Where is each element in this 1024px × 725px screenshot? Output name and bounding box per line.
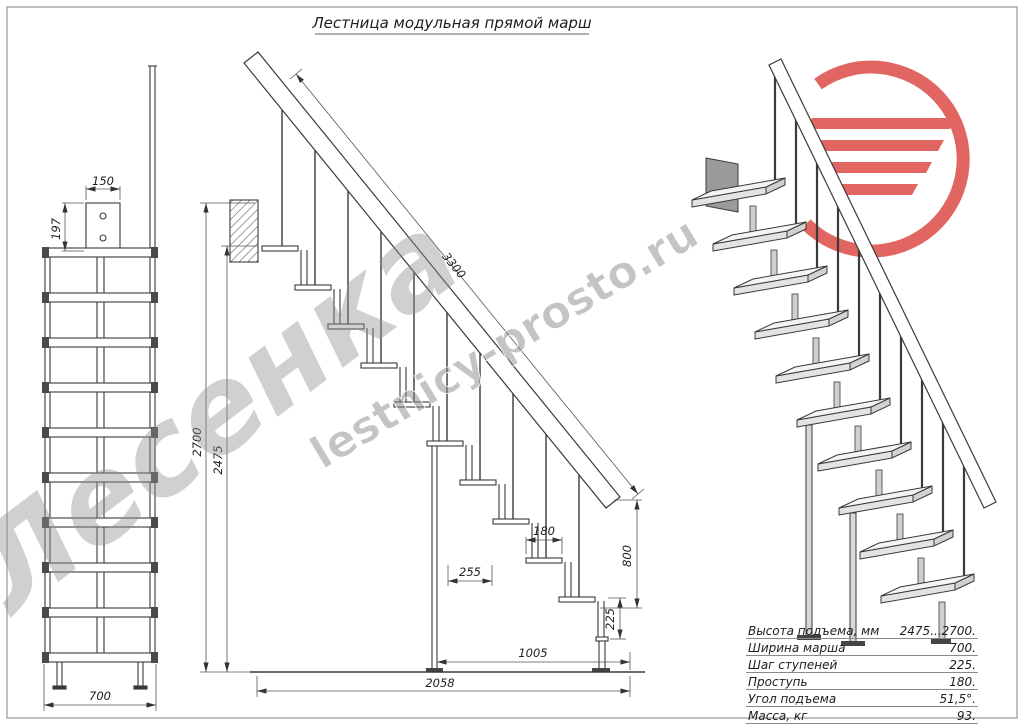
dim-march-width: 700	[89, 689, 111, 703]
iso-view	[691, 58, 997, 646]
spec-row-height: Высота подъема, мм 2475...2700.	[746, 622, 978, 639]
spec-row-tread: Проступь 180.	[746, 673, 978, 690]
spec-table: Высота подъема, мм 2475...2700. Ширина м…	[746, 622, 978, 724]
front-dimensions	[43, 186, 157, 711]
dim-module-step: 255	[459, 565, 481, 579]
side-dimensions	[200, 68, 645, 697]
dim-height-max: 2700	[190, 427, 204, 456]
dim-tread-depth: 180	[533, 524, 555, 538]
spec-value: 93.	[956, 709, 976, 723]
spec-label: Ширина марша	[748, 641, 846, 655]
spec-label: Высота подъема, мм	[748, 624, 880, 638]
wall-hatch	[229, 199, 259, 263]
front-legs	[52, 662, 148, 690]
iso-balusters	[773, 63, 966, 578]
dim-support-span: 1005	[518, 646, 547, 660]
page-title: Лестница модульная прямой марш	[311, 14, 592, 32]
spec-value: 700.	[949, 641, 976, 655]
iso-handrail	[768, 58, 997, 509]
dim-bracket-width: 150	[92, 174, 114, 188]
spec-label: Угол подъема	[748, 692, 837, 706]
spec-row-step: Шаг ступеней 225.	[746, 656, 978, 673]
spec-row-mass: Масса, кг 93.	[746, 707, 978, 724]
spec-value: 180.	[949, 675, 976, 689]
sheet-border	[6, 6, 1018, 719]
dim-support-height: 800	[620, 545, 634, 567]
spec-value: 51,5°.	[939, 692, 976, 706]
front-view	[41, 65, 159, 690]
spec-label: Шаг ступеней	[748, 658, 838, 672]
dim-rise: 225	[603, 608, 617, 630]
spec-value: 225.	[949, 658, 976, 672]
wall-bracket-front	[85, 202, 121, 252]
dim-bracket-offset: 197	[49, 217, 63, 240]
spec-label: Проступь	[748, 675, 808, 689]
dim-height-min: 2475	[211, 445, 225, 474]
dim-total-run: 2058	[425, 676, 454, 690]
spec-row-angle: Угол подъема 51,5°.	[746, 690, 978, 707]
spec-value: 2475...2700.	[899, 624, 976, 638]
spec-label: Масса, кг	[748, 709, 808, 723]
spec-row-width: Ширина марша 700.	[746, 639, 978, 656]
